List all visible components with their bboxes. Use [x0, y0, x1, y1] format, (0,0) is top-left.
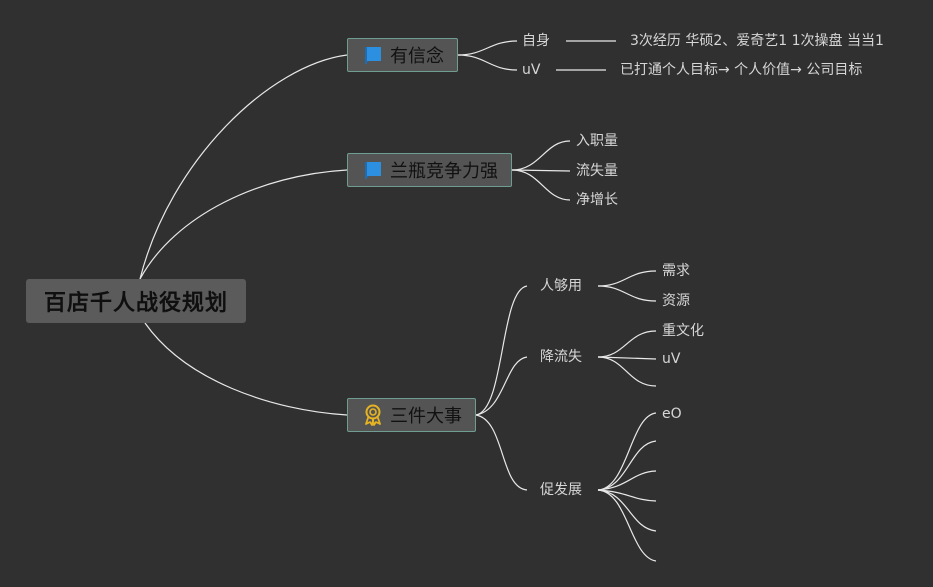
- subtopic-net-growth[interactable]: 净增长: [576, 192, 618, 208]
- connector-belief-uv: [457, 54, 518, 71]
- connector-develop-3: [597, 470, 657, 491]
- leaf-demand[interactable]: 需求: [662, 263, 690, 279]
- connector-root-three: [144, 322, 348, 416]
- topic-competitive-label: 兰瓶竞争力强: [390, 161, 498, 182]
- connector-three-reduce: [475, 356, 528, 416]
- connector-belief-self: [457, 40, 518, 56]
- connector-develop-5: [597, 489, 657, 532]
- connector-root-competitive: [139, 169, 348, 280]
- subtopic-uv-note[interactable]: 已打通个人目标→ 个人价值→ 公司目标: [620, 62, 863, 78]
- leaf-uv[interactable]: uV: [662, 351, 681, 367]
- leaf-eo[interactable]: eO: [662, 406, 682, 422]
- connector-reduce-1: [597, 330, 657, 358]
- topic-belief[interactable]: 有信念: [347, 38, 458, 72]
- connector-develop-6: [597, 489, 657, 562]
- connector-root-belief: [139, 54, 348, 280]
- connector-comp-2: [511, 169, 571, 172]
- leaf-resources[interactable]: 资源: [662, 293, 690, 309]
- subtopic-self-note[interactable]: 3次经历 华硕2、爱奇艺1 1次操盘 当当1: [630, 33, 884, 49]
- blue-flag-icon: [362, 44, 384, 66]
- root-topic[interactable]: 百店千人战役规划: [26, 279, 246, 323]
- subtopic-uv[interactable]: uV: [522, 62, 541, 78]
- connector-develop-1: [597, 412, 657, 491]
- blue-flag-icon: [362, 159, 384, 181]
- leaf-culture[interactable]: 重文化: [662, 323, 704, 339]
- root-title: 百店千人战役规划: [43, 291, 228, 316]
- subtopic-onboard-count[interactable]: 入职量: [576, 133, 618, 149]
- topic-competitive[interactable]: 兰瓶竞争力强: [347, 153, 512, 187]
- connector-three-enough: [475, 285, 528, 416]
- subtopic-attrition-count[interactable]: 流失量: [576, 163, 618, 179]
- subtopic-reduce-attrition[interactable]: 降流失: [540, 349, 582, 365]
- connector-enough-2: [597, 285, 657, 302]
- topic-three-label: 三件大事: [390, 406, 462, 427]
- connector-comp-3: [511, 169, 571, 201]
- connector-reduce-3: [597, 356, 657, 387]
- connector-reduce-2: [597, 356, 657, 360]
- subtopic-enough-people[interactable]: 人够用: [540, 278, 582, 294]
- subtopic-self[interactable]: 自身: [522, 33, 550, 49]
- connector-develop-2: [597, 440, 657, 491]
- connector-enough-1: [597, 270, 657, 287]
- subtopic-promote-development[interactable]: 促发展: [540, 482, 582, 498]
- connector-three-develop: [475, 414, 528, 491]
- topic-belief-label: 有信念: [390, 46, 444, 67]
- connector-comp-1: [511, 140, 571, 171]
- topic-three[interactable]: 三件大事: [347, 398, 476, 432]
- award-medal-icon: [362, 404, 384, 426]
